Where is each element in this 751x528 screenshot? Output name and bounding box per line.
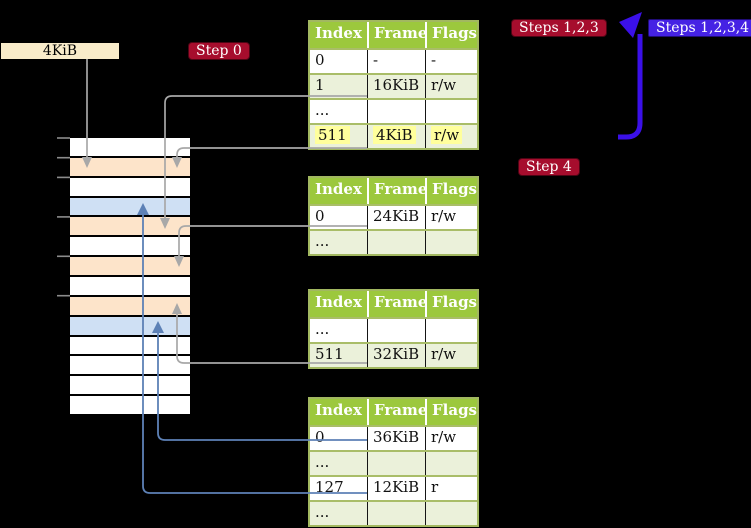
table-cell: - — [367, 50, 425, 73]
table-cell — [425, 502, 477, 525]
table-cell: 1 — [315, 76, 325, 94]
table-header-cell: Flags — [425, 399, 477, 425]
memory-row-13-free — [70, 376, 190, 395]
table-row: ... — [310, 450, 477, 475]
table-cell: - — [425, 50, 477, 73]
address-ticks — [57, 137, 70, 297]
memory-row-10-target — [70, 316, 190, 335]
steps123-badge: Steps 1,2,3 — [511, 19, 607, 37]
table-cell: 36KiB — [367, 427, 425, 450]
step0-badge: Step 0 — [188, 42, 250, 60]
memory-row-2-frame — [70, 157, 190, 176]
highlighted-value: 4KiB — [373, 126, 416, 144]
memory-row-12-free — [70, 356, 190, 375]
table-header-cell: Frame — [367, 178, 425, 204]
table-header-cell: Index — [315, 180, 362, 198]
steps-loop-arrow — [618, 12, 643, 140]
memory-row-4-target — [70, 197, 190, 216]
table-cell: r/w — [425, 75, 477, 98]
table-header-cell: Frame — [367, 291, 425, 317]
table-row: 0 -- — [310, 48, 477, 73]
memory-row-8-free — [70, 277, 190, 295]
memory-row-7-frame — [70, 257, 190, 276]
table-cell — [425, 100, 477, 123]
table-cell — [425, 452, 477, 475]
table-header-cell: Flags — [425, 178, 477, 204]
table-cell: r — [425, 477, 477, 500]
table-cell: 0 — [315, 428, 325, 446]
table-cell: 0 — [315, 51, 325, 69]
table-cell: 32KiB — [367, 344, 425, 367]
table-cell: 511 — [315, 345, 344, 363]
table-cell — [367, 231, 425, 254]
table-cell — [425, 319, 477, 342]
memory-row-1-free — [70, 138, 190, 156]
table-cell: r/w — [425, 427, 477, 450]
table-cell — [367, 502, 425, 525]
table-cell: 24KiB — [367, 206, 425, 229]
table-header-cell: Frame — [367, 399, 425, 425]
table-cell: 511 — [310, 125, 367, 148]
table-cell: r/w — [425, 344, 477, 367]
table-row: 511 4KiB r/w — [310, 123, 477, 148]
table-cell: 16KiB — [367, 75, 425, 98]
table-cell: 127 — [315, 478, 344, 496]
memory-row-5-frame — [70, 217, 190, 236]
table-row: ... — [310, 500, 477, 525]
table-cell: r/w — [425, 206, 477, 229]
table-header-cell: Index — [315, 24, 362, 42]
table-row: ... — [310, 317, 477, 342]
table-row: ... — [310, 229, 477, 254]
steps1234-badge: Steps 1,2,3,4 — [648, 19, 751, 37]
memory-row-11-free — [70, 336, 190, 355]
table-header-cell: Frame — [367, 22, 425, 48]
table-row: ... — [310, 98, 477, 123]
table-cell: 12KiB — [367, 477, 425, 500]
memory-row-9-frame — [70, 296, 190, 315]
frame-size-label: 4KiB — [1, 43, 119, 59]
table-cell: ... — [315, 101, 330, 119]
table-cell: 0 — [315, 207, 325, 225]
table-cell: 4KiB — [367, 125, 425, 148]
table-cell: ... — [315, 453, 330, 471]
memory-row-3-free — [70, 177, 190, 196]
memory-row-6-free — [70, 237, 190, 256]
table-header-cell: Flags — [425, 291, 477, 317]
table-cell — [367, 452, 425, 475]
table-cell: ... — [315, 232, 330, 250]
table-header-cell: Flags — [425, 22, 477, 48]
highlighted-value: r/w — [431, 126, 463, 144]
table-cell: ... — [315, 320, 330, 338]
table-cell: ... — [315, 503, 330, 521]
table-cell: r/w — [425, 125, 477, 148]
table-cell — [425, 231, 477, 254]
memory-column — [70, 138, 190, 415]
table-header-cell: Index — [315, 293, 362, 311]
memory-row-14-free — [70, 396, 190, 415]
step4-badge: Step 4 — [518, 158, 580, 176]
table-cell — [367, 100, 425, 123]
highlighted-value: 511 — [315, 126, 350, 144]
table-cell — [367, 319, 425, 342]
table-header-cell: Index — [315, 401, 362, 419]
